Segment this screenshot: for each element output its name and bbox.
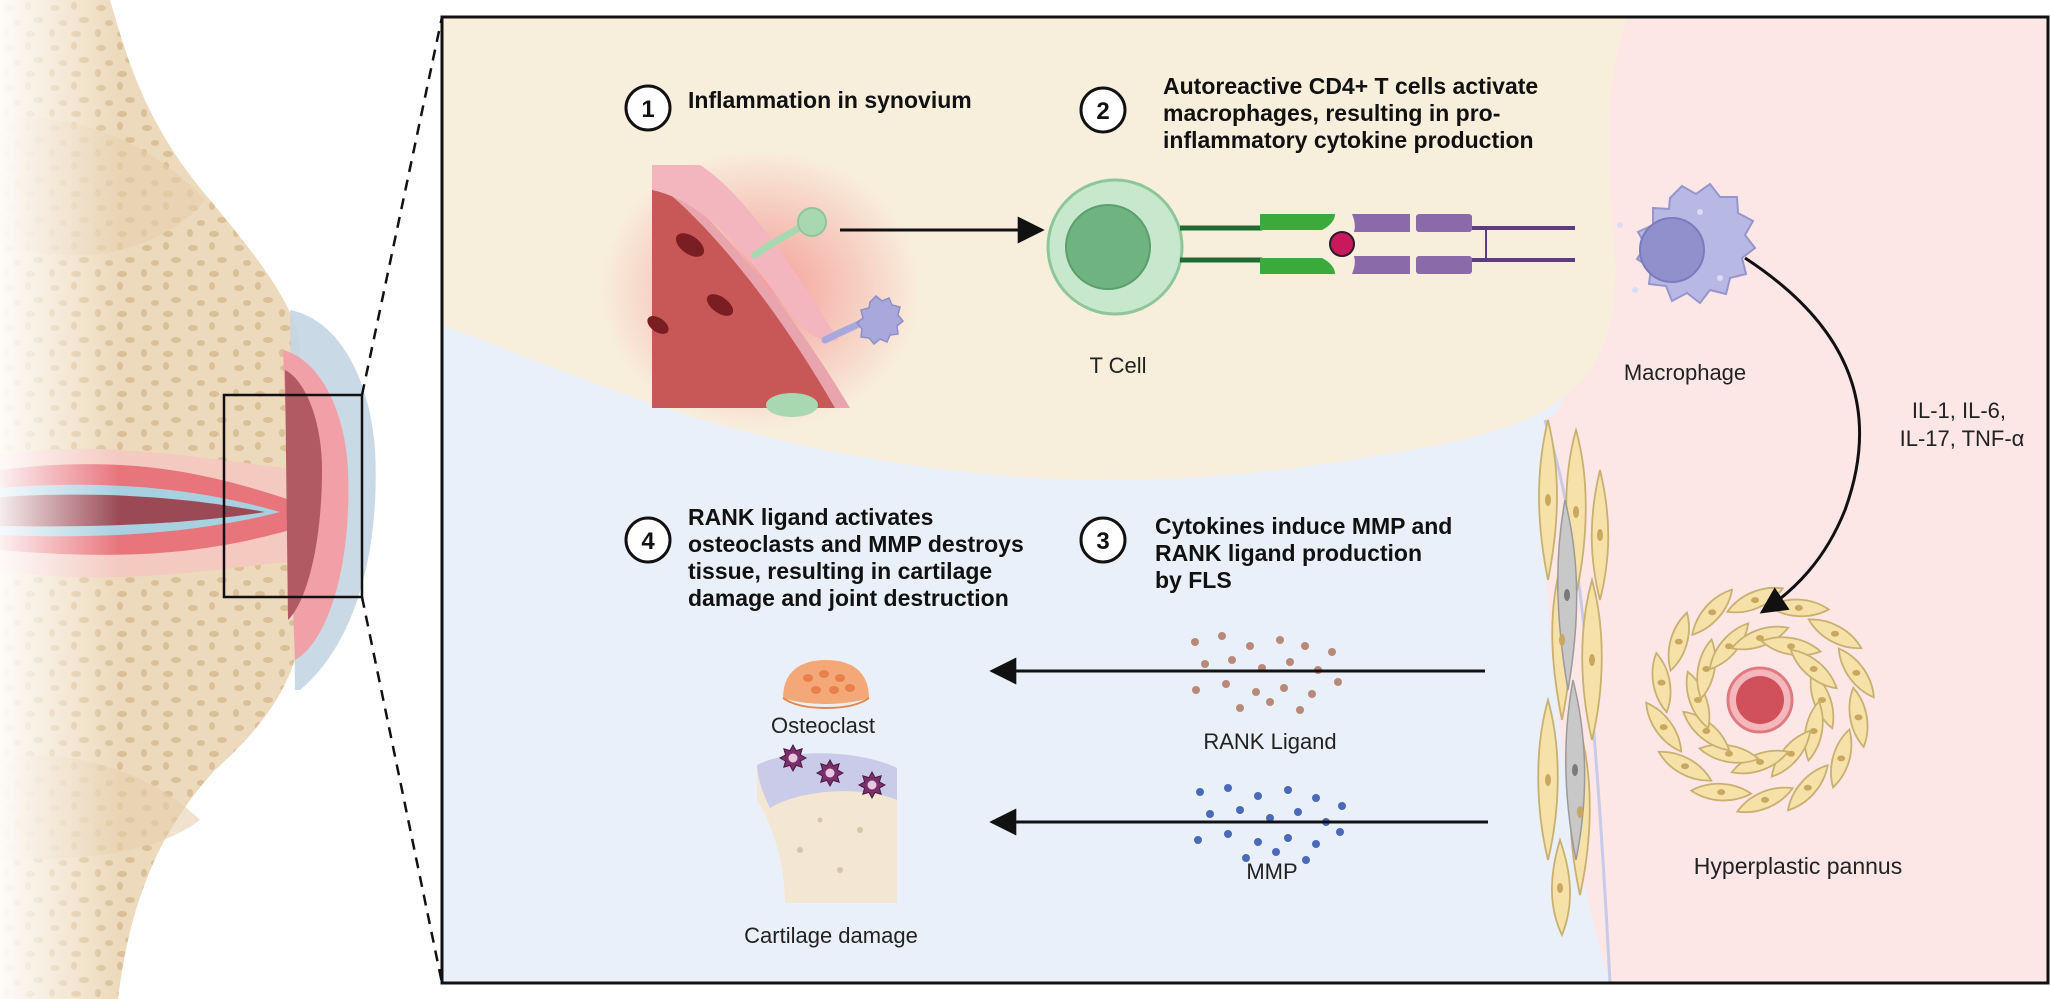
rank-ligand-label: RANK Ligand xyxy=(1203,729,1336,754)
mmp-dot xyxy=(1242,854,1250,862)
step-text: RANK ligand activates osteoclasts and MM… xyxy=(688,504,1030,611)
mmp-dot xyxy=(1194,836,1202,844)
fibroblast-like-synoviocytes xyxy=(1537,419,1610,938)
step-number: 2 xyxy=(1096,98,1109,125)
mmp-dot xyxy=(1224,784,1232,792)
rank-ligand-dot xyxy=(1236,704,1244,712)
mmp-dot xyxy=(1302,856,1310,864)
step-2: 2 Autoreactive CD4+ T cells activate mac… xyxy=(1079,73,1545,153)
detail-panel xyxy=(442,17,2048,983)
zoom-line-top xyxy=(360,16,444,396)
rank-ligand-dot xyxy=(1252,688,1260,696)
rank-ligand-dot xyxy=(1228,656,1236,664)
mmp-dot xyxy=(1272,848,1280,856)
rank-ligand-dot xyxy=(1280,684,1288,692)
receptor-complex xyxy=(1180,214,1575,274)
rank-ligand-dot xyxy=(1286,658,1294,666)
rank-ligand-dot xyxy=(1276,636,1284,644)
step-4: 4 RANK ligand activates osteoclasts and … xyxy=(624,504,1030,611)
mmp-dot xyxy=(1312,840,1320,848)
arrow-cytokines-to-pannus xyxy=(1744,256,1861,614)
rank-ligand-dot xyxy=(1328,648,1336,656)
cytokines-label: IL-1, IL-6, IL-17, TNF-α xyxy=(1900,398,2025,451)
antigen xyxy=(1329,231,1355,257)
mmp-dot xyxy=(1196,788,1204,796)
step-3: 3 Cytokines induce MMP and RANK ligand p… xyxy=(1079,513,1459,593)
red-blood-cell xyxy=(675,233,705,257)
rank-ligand-dot xyxy=(1218,632,1226,640)
rank-ligand-dot xyxy=(1308,690,1316,698)
zoom-line-bottom xyxy=(360,596,444,984)
detail-frame xyxy=(440,15,2050,985)
step-1: 1 Inflammation in synovium xyxy=(624,84,972,132)
rank-ligand-particles xyxy=(1191,632,1342,714)
mmp-dot xyxy=(1266,814,1274,822)
mmp-dot xyxy=(1284,834,1292,842)
red-blood-cell xyxy=(647,316,669,334)
t-cell-nucleus xyxy=(1065,204,1151,290)
step-number: 3 xyxy=(1096,528,1109,555)
rank-ligand-dot xyxy=(1266,698,1274,706)
step-text: Cytokines induce MMP and RANK ligand pro… xyxy=(1155,513,1459,593)
macrophage-label: Macrophage xyxy=(1624,360,1746,385)
mmp-dot xyxy=(1338,802,1346,810)
osteoclast xyxy=(782,660,870,710)
rank-ligand-dot xyxy=(1192,686,1200,694)
step-text: Autoreactive CD4+ T cells activate macro… xyxy=(1163,73,1545,153)
step-badge xyxy=(1079,86,1127,134)
osteoclast-label: Osteoclast xyxy=(771,713,875,738)
rank-ligand-dot xyxy=(1222,680,1230,688)
mmp-particles xyxy=(1194,784,1346,864)
mmp-dot xyxy=(1254,792,1262,800)
migrating-macrophage xyxy=(855,294,905,346)
mmp-dot xyxy=(1224,830,1232,838)
step-badge xyxy=(624,84,672,132)
mmp-dot xyxy=(1284,786,1292,794)
rank-ligand-dot xyxy=(1296,706,1304,714)
rank-ligand-dot xyxy=(1301,642,1309,650)
red-blood-cell xyxy=(706,294,734,316)
tcr-receptor xyxy=(1260,214,1335,230)
hyperplastic-pannus xyxy=(1645,586,1875,814)
mmp-dot xyxy=(1254,838,1262,846)
joint-illustration xyxy=(0,0,444,999)
rank-ligand-dot xyxy=(1334,678,1342,686)
mmp-dot xyxy=(1336,828,1344,836)
step-badge xyxy=(624,516,672,564)
step-text: Inflammation in synovium xyxy=(688,87,972,113)
t-cell-label: T Cell xyxy=(1089,353,1146,378)
osteoclasts-on-cartilage xyxy=(778,743,887,800)
mmp-dot xyxy=(1294,808,1302,816)
cartilage-damage-label: Cartilage damage xyxy=(744,923,918,948)
mmp-label: MMP xyxy=(1246,859,1297,884)
mmp-dot xyxy=(1206,810,1214,818)
step-badge xyxy=(1079,516,1127,564)
rank-ligand-dot xyxy=(1191,638,1199,646)
blood-vessel xyxy=(600,150,920,430)
step-number: 4 xyxy=(641,528,655,555)
mmp-dot xyxy=(1236,806,1244,814)
rank-ligand-dot xyxy=(1201,660,1209,668)
t-cell-in-vessel xyxy=(766,393,818,417)
mhc-molecule xyxy=(1352,214,1410,232)
rank-ligand-dot xyxy=(1246,642,1254,650)
step-number: 1 xyxy=(641,96,654,123)
migrating-t-cell xyxy=(797,207,827,237)
zoom-box xyxy=(222,393,364,599)
hyperplastic-pannus-label: Hyperplastic pannus xyxy=(1694,853,1902,879)
macrophage-nucleus xyxy=(1639,217,1705,283)
mmp-dot xyxy=(1312,794,1320,802)
